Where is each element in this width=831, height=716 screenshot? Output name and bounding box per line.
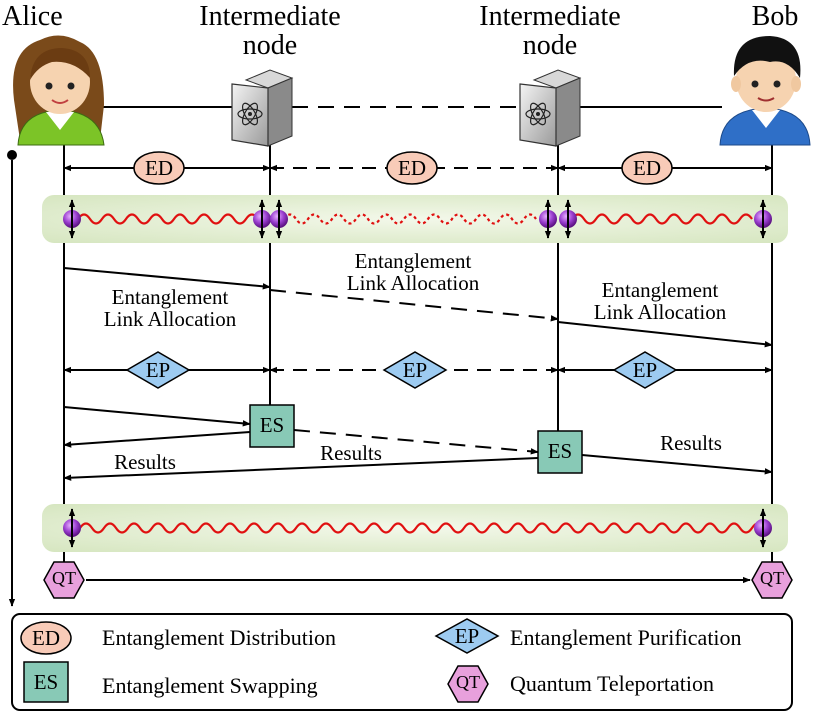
entangled-link-wave-3 xyxy=(571,213,753,225)
legend-ed-text: Entanglement Distribution xyxy=(102,625,337,650)
intermediate-1-line-2: node xyxy=(242,30,298,62)
ep-symbol-3 xyxy=(612,351,678,389)
ep-label-2: EP xyxy=(402,358,428,382)
link-allocation-3-line-2: Link Allocation xyxy=(593,300,727,325)
results-label-3: Results xyxy=(660,431,722,455)
ep-label-3: EP xyxy=(632,358,658,382)
qt-row xyxy=(43,561,793,599)
ed-symbol-2 xyxy=(386,151,438,185)
ed-symbol-1 xyxy=(133,151,185,185)
entangled-link-wave-1 xyxy=(77,213,259,225)
intermediate-node-1-server-icon xyxy=(231,69,294,147)
legend-ed-symbol xyxy=(20,621,72,655)
ep-row xyxy=(63,351,773,389)
legend-qt-symbol-label: QT xyxy=(456,672,480,692)
ep-symbol-1 xyxy=(125,351,191,389)
entanglement-band-1 xyxy=(42,195,788,243)
alice-avatar-icon xyxy=(13,35,105,146)
legend xyxy=(11,613,793,711)
results-label-2: Results xyxy=(320,441,382,465)
entangled-link-wave-end-to-end xyxy=(79,522,765,534)
es-symbol-2 xyxy=(537,430,583,474)
ed-label-3: ED xyxy=(633,156,661,180)
link-allocation-2-line-1: Entanglement xyxy=(354,249,472,273)
entangled-link-wave-2 xyxy=(283,213,537,225)
bob-avatar-icon xyxy=(719,36,811,146)
intermediate-2-line-1: Intermediate xyxy=(479,1,621,32)
legend-es-symbol-label: ES xyxy=(33,670,59,694)
entanglement-band-2 xyxy=(42,504,788,552)
link-allocation-label-1: Entanglement Link Allocation xyxy=(75,286,265,330)
ep-symbol-2 xyxy=(382,351,448,389)
participant-label-intermediate-2: Intermediate node xyxy=(455,2,645,61)
link-allocation-1-line-2: Link Allocation xyxy=(103,307,237,332)
ed-symbol-3 xyxy=(621,151,673,185)
legend-ep-symbol-label: EP xyxy=(454,624,480,648)
es-label-2: ES xyxy=(547,439,573,463)
results-label-1: Results xyxy=(114,450,176,474)
link-allocation-label-2: Entanglement Link Allocation xyxy=(318,250,508,294)
qt-symbol-bob xyxy=(751,561,793,599)
intermediate-node-2-server-icon xyxy=(519,69,582,147)
legend-ed-symbol-label: ED xyxy=(32,626,60,650)
ed-row xyxy=(63,151,773,185)
intermediate-2-line-2: node xyxy=(522,30,578,62)
link-allocation-1-line-1: Entanglement xyxy=(111,285,229,309)
ep-label-1: EP xyxy=(145,358,171,382)
ed-label-1: ED xyxy=(145,156,173,180)
link-allocation-messages xyxy=(63,267,773,348)
link-allocation-3-line-1: Entanglement xyxy=(601,278,719,302)
intermediate-1-line-1: Intermediate xyxy=(199,1,341,32)
legend-qt-symbol xyxy=(447,665,489,703)
legend-es-text: Entanglement Swapping xyxy=(102,673,318,698)
participant-label-bob: Bob xyxy=(751,1,799,32)
es-symbol-1 xyxy=(249,404,295,448)
participant-label-alice: Alice xyxy=(2,1,63,32)
qt-label-bob: QT xyxy=(760,568,784,588)
participant-label-intermediate-1: Intermediate node xyxy=(175,2,365,61)
legend-ep-symbol xyxy=(434,618,500,654)
link-allocation-2-line-2: Link Allocation xyxy=(346,271,480,296)
qt-symbol-alice xyxy=(43,561,85,599)
es-label-1: ES xyxy=(259,413,285,437)
swapping-messages xyxy=(63,404,773,481)
legend-qt-text: Quantum Teleportation xyxy=(510,671,714,696)
legend-ep-text: Entanglement Purification xyxy=(510,625,742,650)
link-allocation-label-3: Entanglement Link Allocation xyxy=(565,279,755,323)
qt-label-alice: QT xyxy=(52,568,76,588)
ed-label-2: ED xyxy=(398,156,426,180)
time-axis xyxy=(7,150,17,607)
legend-es-symbol xyxy=(23,661,69,703)
